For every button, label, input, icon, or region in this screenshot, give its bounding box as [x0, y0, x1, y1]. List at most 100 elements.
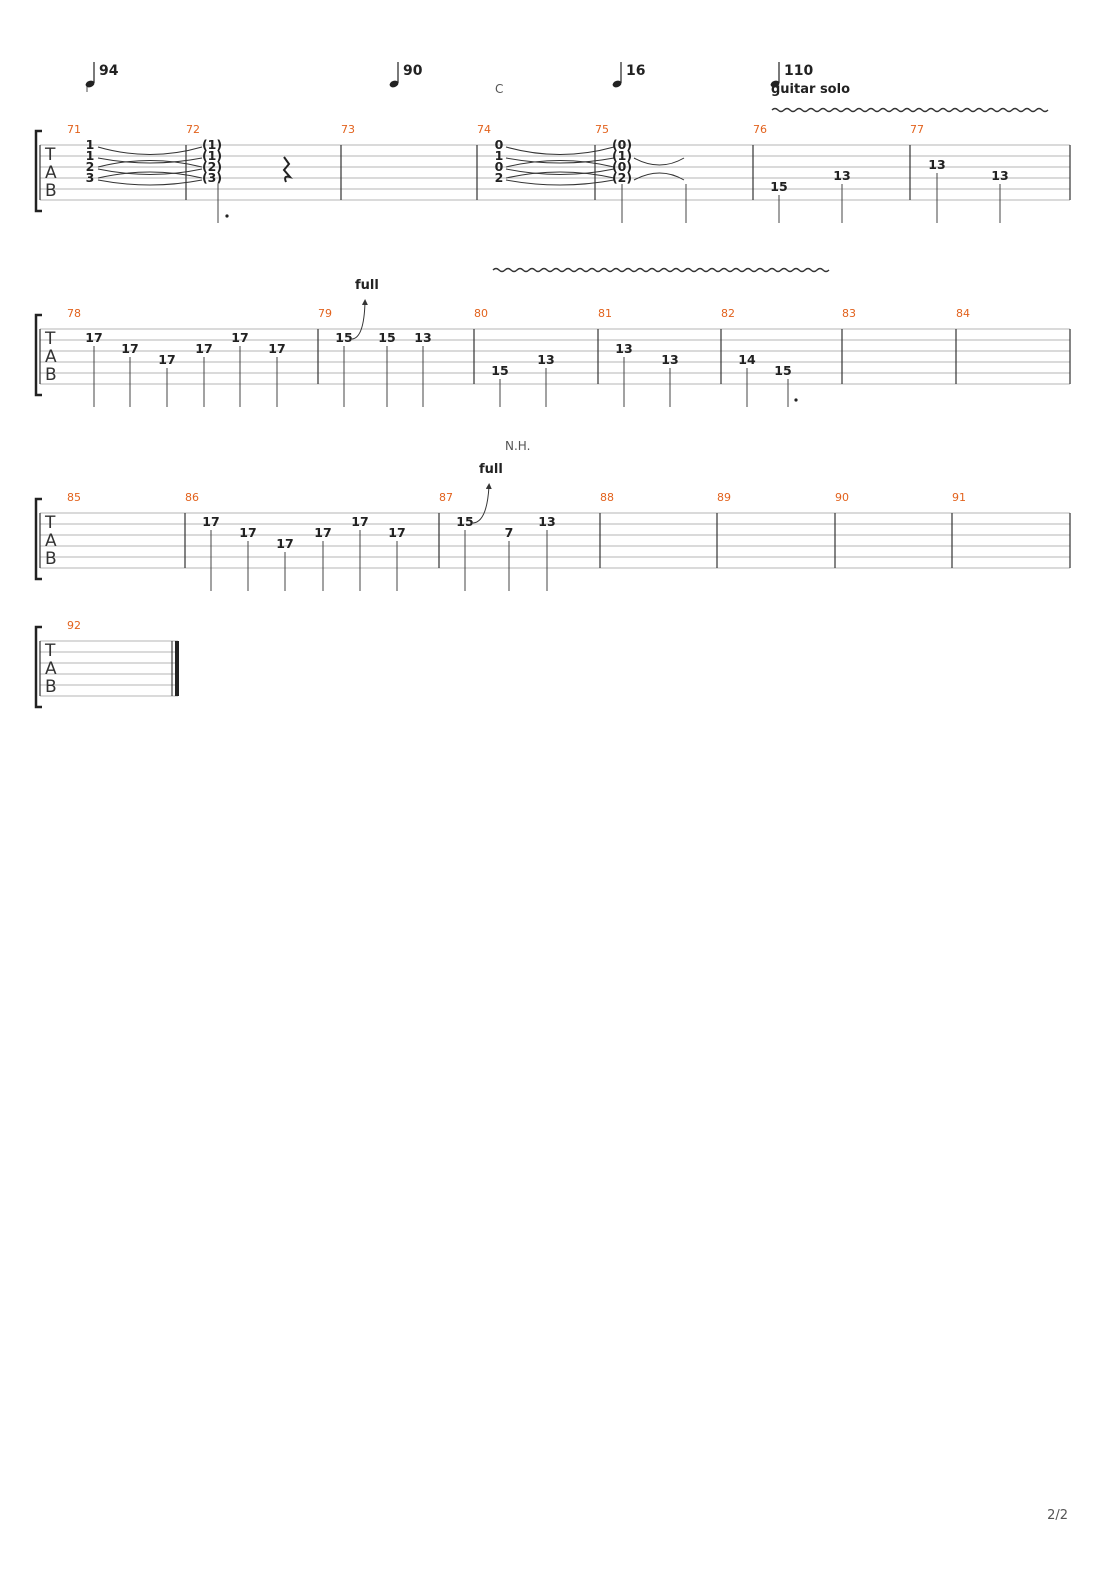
measure-number: 83 — [842, 307, 856, 320]
fret-number: 1 — [86, 148, 95, 163]
fret-number: 14 — [738, 352, 756, 367]
fret-number: (1) — [612, 148, 632, 163]
tab-clef: T A B — [44, 329, 57, 385]
svg-text:A: A — [45, 659, 57, 679]
measure-number: 78 — [67, 307, 81, 320]
measure-number: 72 — [186, 123, 200, 136]
vibrato-line — [771, 107, 1049, 113]
measure-number: 81 — [598, 307, 612, 320]
fret-number: 17 — [268, 341, 285, 356]
page-number: 2/2 — [1047, 1508, 1068, 1523]
tempo-mark-4: 110 — [770, 62, 813, 88]
fret-number: (1) — [202, 148, 222, 163]
tie-arcs — [97, 146, 203, 186]
measure-number: 77 — [910, 123, 924, 136]
measure-number: 88 — [600, 491, 614, 504]
svg-text:B: B — [45, 677, 57, 697]
tab-clef: T A B — [44, 513, 57, 569]
chord: 0 1 0 2 — [495, 137, 504, 185]
chord: (0) (1) (0) (2) — [612, 137, 632, 185]
chord: 1 1 2 3 — [86, 137, 95, 185]
measure-number: 91 — [952, 491, 966, 504]
fret-number: 1 — [495, 148, 504, 163]
tie-arcs — [633, 157, 685, 181]
fret-number: 15 — [335, 330, 352, 345]
svg-text:A: A — [45, 347, 57, 367]
guitar-solo-label: guitar solo — [771, 82, 850, 97]
fret-number: 17 — [121, 341, 138, 356]
fret-number: 13 — [661, 352, 678, 367]
fret-number: 15 — [491, 363, 508, 378]
svg-text:A: A — [45, 163, 57, 183]
fret-number: 0 — [495, 137, 504, 152]
natural-harmonic-label: N.H. — [505, 439, 530, 453]
tab-clef: T A B — [44, 145, 57, 201]
bend-arrow — [472, 483, 492, 524]
measure-number: 92 — [67, 619, 81, 632]
measure-number: 84 — [956, 307, 970, 320]
quarter-rest — [282, 156, 293, 183]
bend-label: full — [355, 278, 379, 293]
fret-number: 15 — [774, 363, 791, 378]
tab-clef: T A B — [44, 641, 57, 697]
fret-number: 13 — [615, 341, 632, 356]
system-bracket — [34, 625, 42, 709]
measure-number: 87 — [439, 491, 453, 504]
section-marker: C — [495, 82, 503, 96]
tempo-mark-3: 16 — [612, 62, 645, 88]
measure-number: 74 — [477, 123, 491, 136]
measure-number: 82 — [721, 307, 735, 320]
measure-number: 80 — [474, 307, 488, 320]
fret-number: 2 — [495, 170, 504, 185]
fret-number: 17 — [195, 341, 212, 356]
fret-number: (2) — [612, 170, 632, 185]
fret-number: 15 — [378, 330, 395, 345]
fret-number: 7 — [505, 525, 514, 540]
tab-staff-row-4: T A B 92 — [34, 619, 179, 709]
measure-number: 86 — [185, 491, 199, 504]
fret-number: 1 — [86, 137, 95, 152]
svg-text:B: B — [45, 549, 57, 569]
fret-number: 13 — [538, 514, 555, 529]
measure-number: 90 — [835, 491, 849, 504]
fret-number: 17 — [351, 514, 368, 529]
measure-number: 73 — [341, 123, 355, 136]
fret-number: (2) — [202, 159, 222, 174]
fret-number: 0 — [495, 159, 504, 174]
tempo-mark-2: 90 — [389, 62, 423, 88]
bend-label: full — [479, 462, 503, 477]
fret-number: 17 — [314, 525, 331, 540]
svg-text:B: B — [45, 365, 57, 385]
fret-number: 13 — [928, 157, 945, 172]
fret-number: 17 — [202, 514, 219, 529]
fret-number: (0) — [612, 159, 632, 174]
measure-number: 76 — [753, 123, 767, 136]
system-bracket — [34, 497, 42, 581]
measure-number: 71 — [67, 123, 81, 136]
measure-number: 79 — [318, 307, 332, 320]
fret-number: 13 — [833, 168, 850, 183]
measure-number: 89 — [717, 491, 731, 504]
dot — [794, 398, 798, 402]
system-bracket — [34, 129, 42, 213]
tempo-value: 94 — [99, 63, 119, 79]
tempo-value: 90 — [403, 63, 423, 79]
chord: (1) (1) (2) (3) — [202, 137, 222, 185]
fret-number: 17 — [388, 525, 405, 540]
vibrato-line — [492, 267, 830, 273]
fret-number: (3) — [202, 170, 222, 185]
fret-number: 15 — [456, 514, 473, 529]
bend-arrow — [351, 299, 368, 340]
tab-staff-row-1: T A B 71 72 73 74 75 76 77 1 1 2 3 — [34, 123, 1071, 223]
svg-text:T: T — [44, 145, 56, 165]
fret-number: 2 — [86, 159, 95, 174]
fret-number: 17 — [231, 330, 248, 345]
svg-text:T: T — [44, 641, 56, 661]
fret-number: 15 — [770, 179, 787, 194]
system-bracket — [34, 313, 42, 397]
fret-number: 13 — [414, 330, 431, 345]
tie-arcs — [505, 146, 615, 186]
tempo-value: 110 — [784, 63, 813, 79]
svg-text:T: T — [44, 329, 56, 349]
fret-number: 17 — [239, 525, 256, 540]
